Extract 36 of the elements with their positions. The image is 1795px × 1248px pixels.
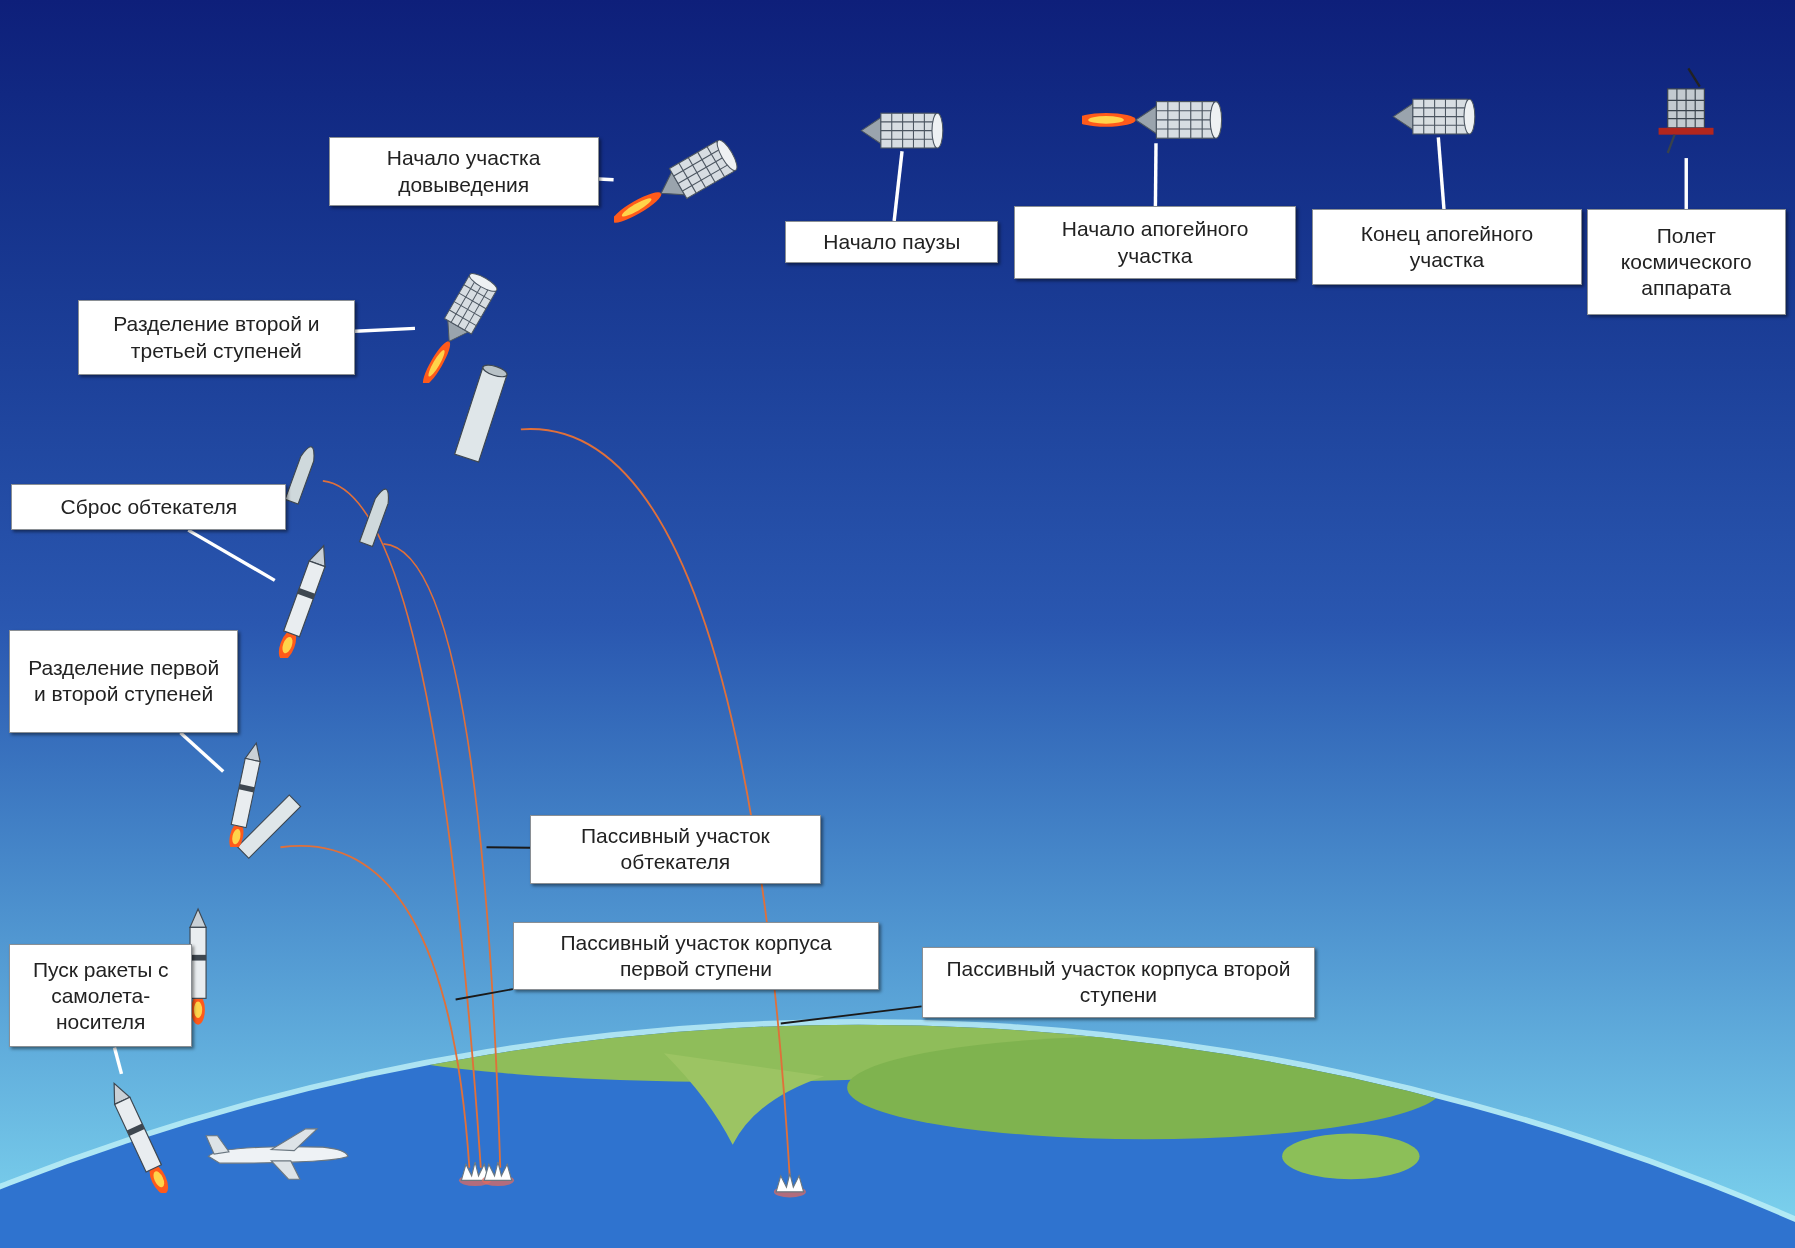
leader-line xyxy=(598,177,614,182)
callout-text: Пассивный участок обтекателя xyxy=(580,823,771,876)
leader-line xyxy=(454,988,514,1001)
leader-line xyxy=(187,528,276,582)
callout-text: Конец апогейного участка xyxy=(1359,221,1535,274)
leader-line xyxy=(179,731,225,773)
callout-box xyxy=(328,137,599,207)
leader-line xyxy=(779,1005,923,1025)
callout-box xyxy=(9,629,239,733)
leader-line xyxy=(1684,158,1688,210)
callout-box xyxy=(1311,209,1583,286)
callout-text: Начало участка довыведения xyxy=(385,145,542,198)
callout-text: Начало паузы xyxy=(823,229,961,255)
callout-box xyxy=(512,921,880,991)
leader-line xyxy=(485,846,531,849)
callout-box xyxy=(11,484,287,530)
leader-line xyxy=(1436,137,1446,210)
callout-text: Пассивный участок корпуса первой ступени xyxy=(559,929,833,982)
leader-line xyxy=(1153,143,1158,207)
callout-box xyxy=(785,220,999,264)
callout-text: Начало апогейного участка xyxy=(1060,216,1250,269)
callout-box xyxy=(1014,206,1296,280)
callout-text: Пассивный участок корпуса второй ступени xyxy=(945,955,1292,1009)
callout-text: Пуск ракеты с самолета-носителя xyxy=(31,956,170,1036)
callout-text: Разделение первой и второй ступеней xyxy=(27,654,221,708)
callout-box xyxy=(9,944,193,1048)
callout-text: Сброс обтекателя xyxy=(60,494,238,520)
callout-box xyxy=(77,299,355,376)
leader-line xyxy=(112,1047,124,1075)
callout-box xyxy=(530,815,821,884)
callout-text: Полет космического аппарата xyxy=(1619,222,1753,302)
callout-box xyxy=(1586,209,1786,315)
callout-text: Разделение второй и третьей ступеней xyxy=(112,311,321,364)
leader-line xyxy=(354,326,416,333)
callout-box xyxy=(921,946,1316,1018)
leader-line xyxy=(892,151,904,222)
